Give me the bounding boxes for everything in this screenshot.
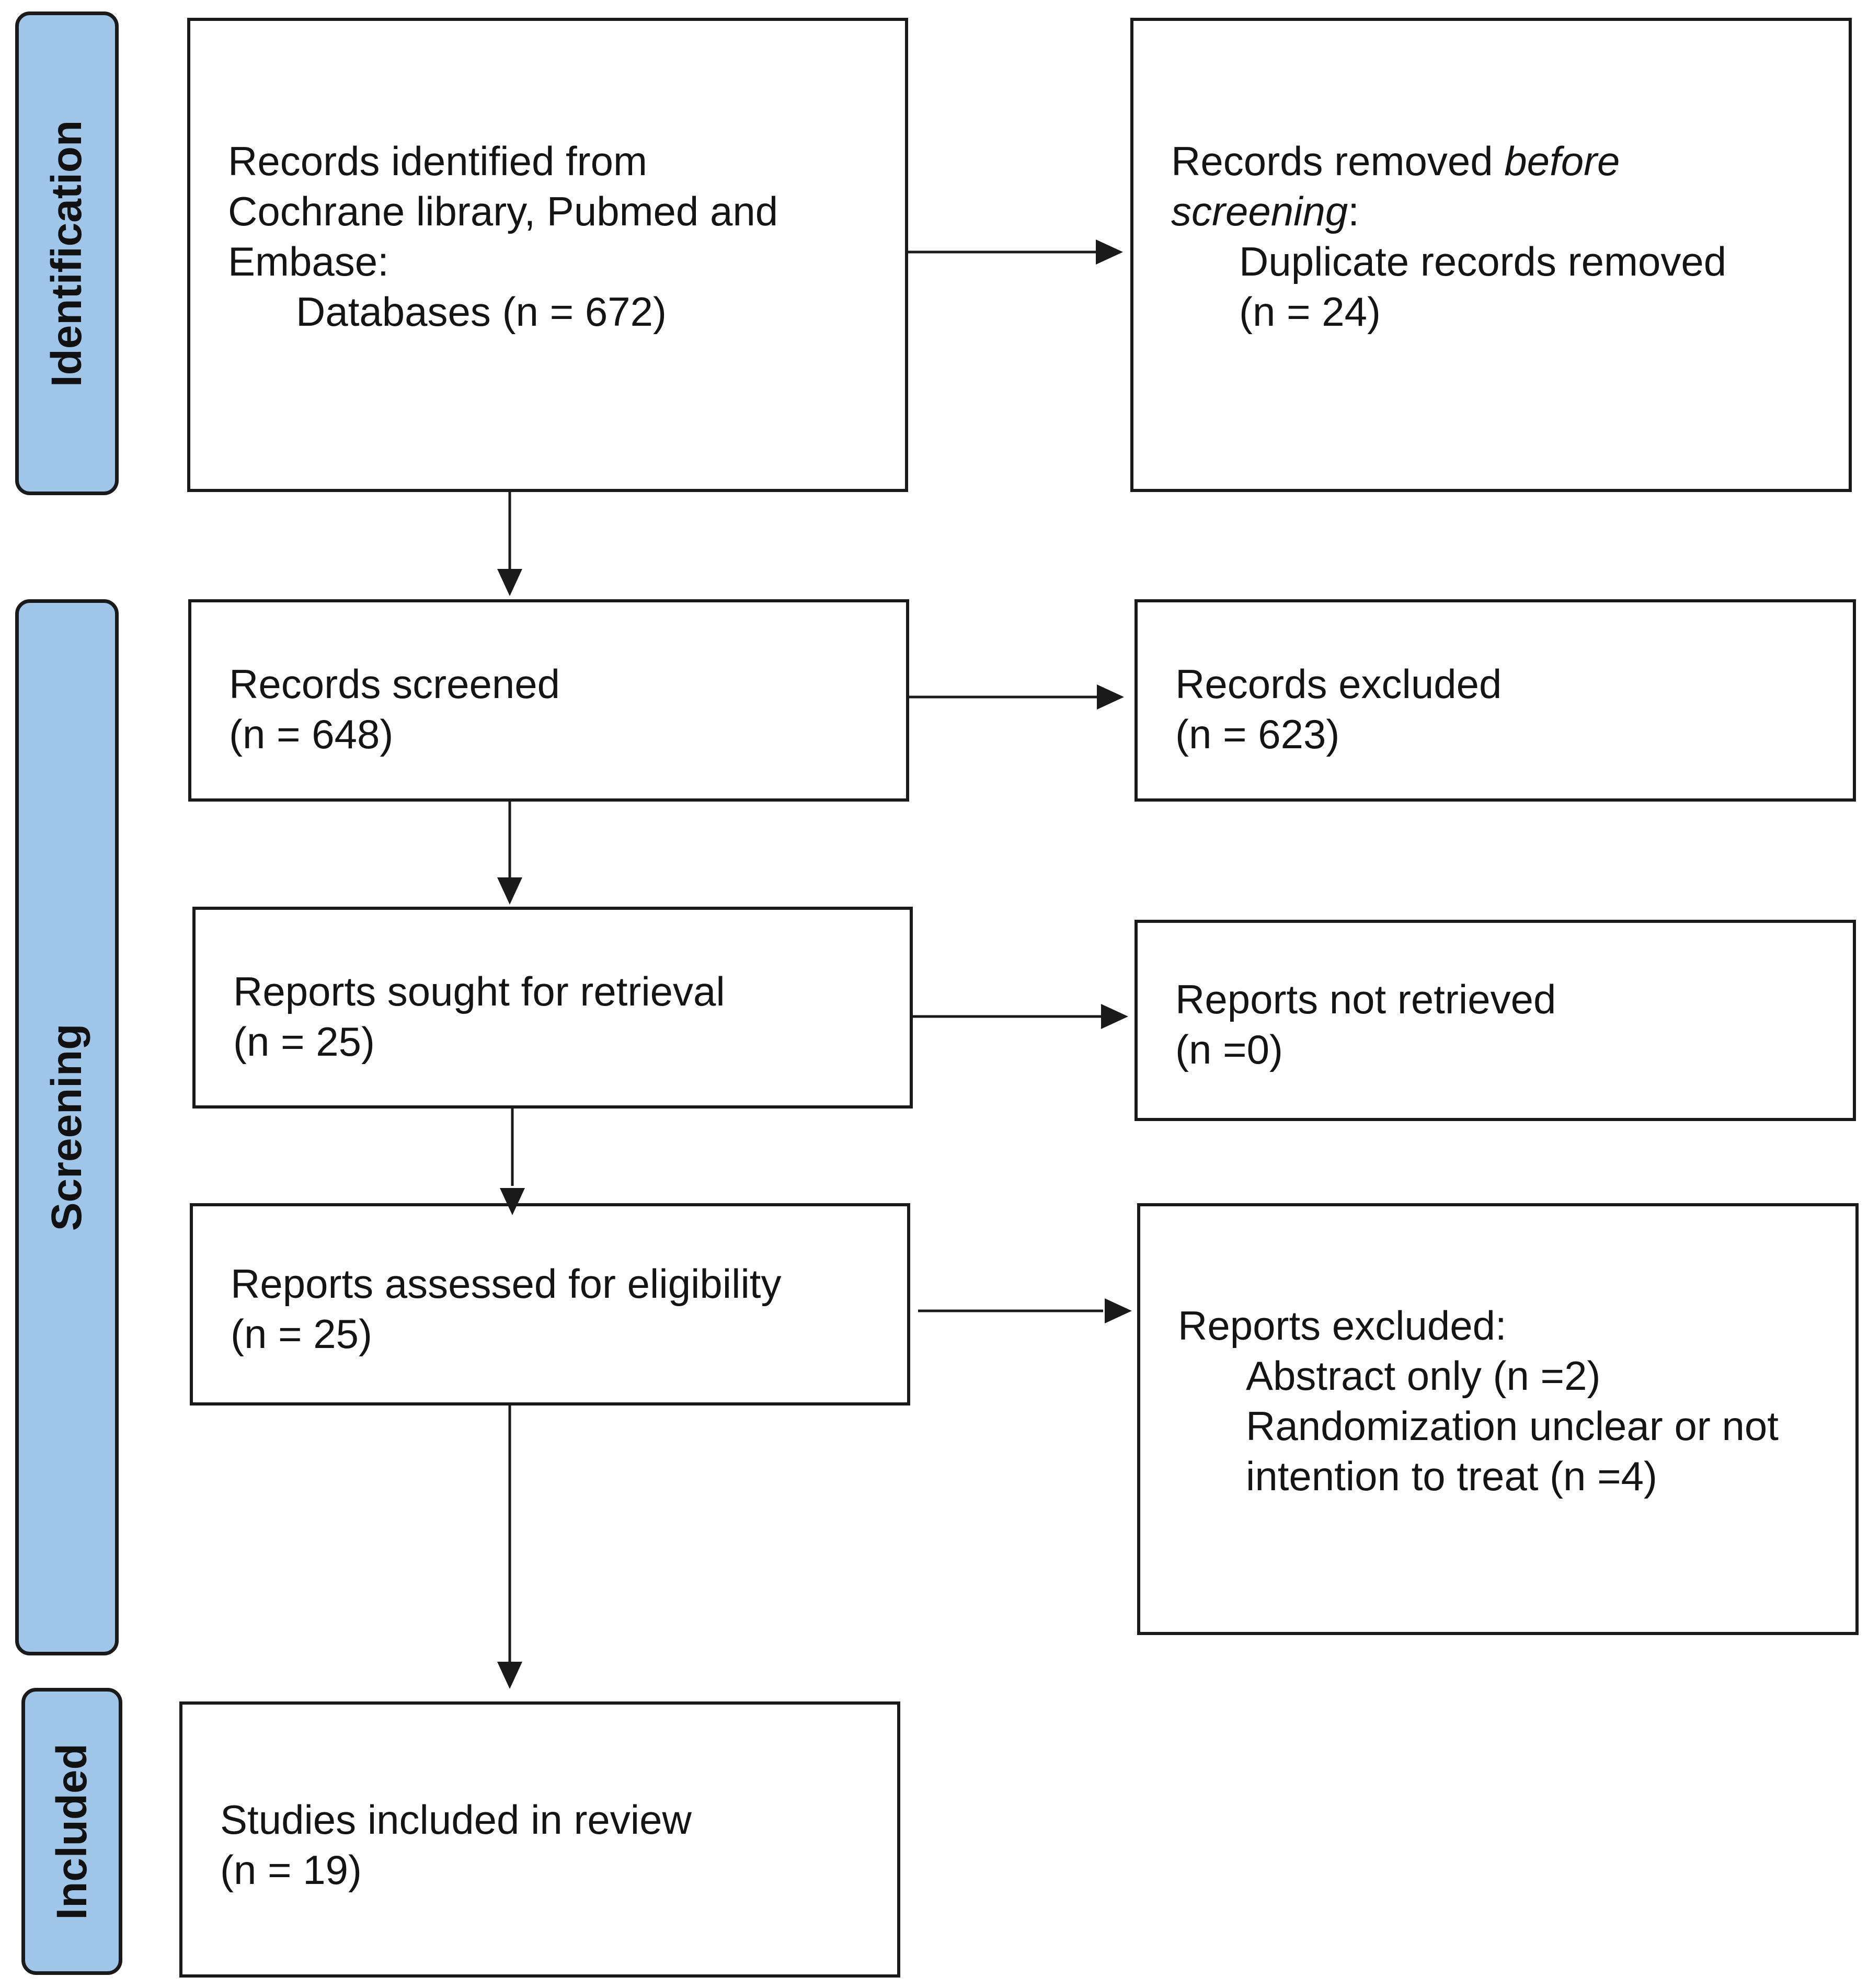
- records-screened-box: Records screened (n = 648): [188, 599, 909, 802]
- records-excluded-count: (n = 623): [1175, 711, 1340, 757]
- records-excluded-label: Records excluded: [1175, 661, 1502, 707]
- studies-included-count: (n = 19): [220, 1847, 362, 1893]
- arrowhead-screened: [497, 569, 522, 596]
- records-identified-databases: Databases (n = 672): [296, 289, 667, 335]
- studies-included-box: Studies included in review (n = 19): [179, 1701, 900, 1978]
- records-identified-line2: Cochrane library, Pubmed and: [228, 188, 778, 234]
- reports-assessed-count: (n = 25): [231, 1311, 372, 1357]
- reports-excluded-label: Reports excluded:: [1178, 1303, 1507, 1349]
- reports-not-retrieved-box: Reports not retrieved (n =0): [1134, 920, 1856, 1121]
- duplicate-records-removed: Duplicate records removed: [1239, 238, 1727, 284]
- reports-assessed-box: Reports assessed for eligibility (n = 25…: [190, 1203, 910, 1406]
- records-removed-line1-a: Records removed: [1171, 138, 1505, 184]
- studies-included-label: Studies included in review: [220, 1797, 692, 1843]
- arrowhead-included: [497, 1662, 522, 1689]
- phase-screening: Screening: [15, 599, 119, 1655]
- duplicate-records-count: (n = 24): [1239, 289, 1381, 335]
- arrowhead-assessed: [500, 1188, 525, 1215]
- reports-excluded-box: Reports excluded: Abstract only (n =2) R…: [1137, 1203, 1859, 1635]
- records-screened-label: Records screened: [229, 661, 560, 707]
- records-removed-line2: screening:: [1171, 186, 1849, 236]
- records-removed-box: Records removed before screening: Duplic…: [1130, 18, 1852, 492]
- reports-sought-count: (n = 25): [233, 1019, 375, 1065]
- phase-identification: Identification: [15, 12, 119, 495]
- records-removed-line1-b: before: [1504, 138, 1620, 184]
- records-removed-line1: Records removed before: [1171, 136, 1849, 186]
- arrowhead-reports-excluded: [1105, 1298, 1132, 1323]
- arrowhead-not-retrieved: [1101, 1004, 1128, 1029]
- reports-excluded-randomization: Randomization unclear or not: [1246, 1403, 1779, 1449]
- arrowhead-sought: [497, 877, 522, 905]
- arrowhead-excluded: [1097, 684, 1124, 710]
- reports-excluded-intention: intention to treat (n =4): [1246, 1453, 1657, 1499]
- reports-sought-box: Reports sought for retrieval (n = 25): [192, 907, 913, 1109]
- reports-excluded-abstract-only: Abstract only (n =2): [1246, 1353, 1601, 1399]
- records-identified-box: Records identified from Cochrane library…: [187, 18, 908, 492]
- records-identified-line3: Embase:: [228, 238, 389, 284]
- reports-not-retrieved-label: Reports not retrieved: [1175, 976, 1556, 1022]
- records-removed-line2-b: :: [1348, 188, 1359, 234]
- records-screened-count: (n = 648): [229, 711, 394, 757]
- records-excluded-box: Records excluded (n = 623): [1134, 599, 1856, 802]
- arrowhead-removed: [1096, 239, 1123, 265]
- reports-assessed-label: Reports assessed for eligibility: [231, 1261, 782, 1307]
- reports-sought-label: Reports sought for retrieval: [233, 968, 725, 1014]
- reports-not-retrieved-count: (n =0): [1175, 1026, 1283, 1072]
- records-identified-line1: Records identified from: [228, 138, 648, 184]
- phase-included: Included: [21, 1688, 122, 1975]
- records-removed-line2-a: screening: [1171, 188, 1348, 234]
